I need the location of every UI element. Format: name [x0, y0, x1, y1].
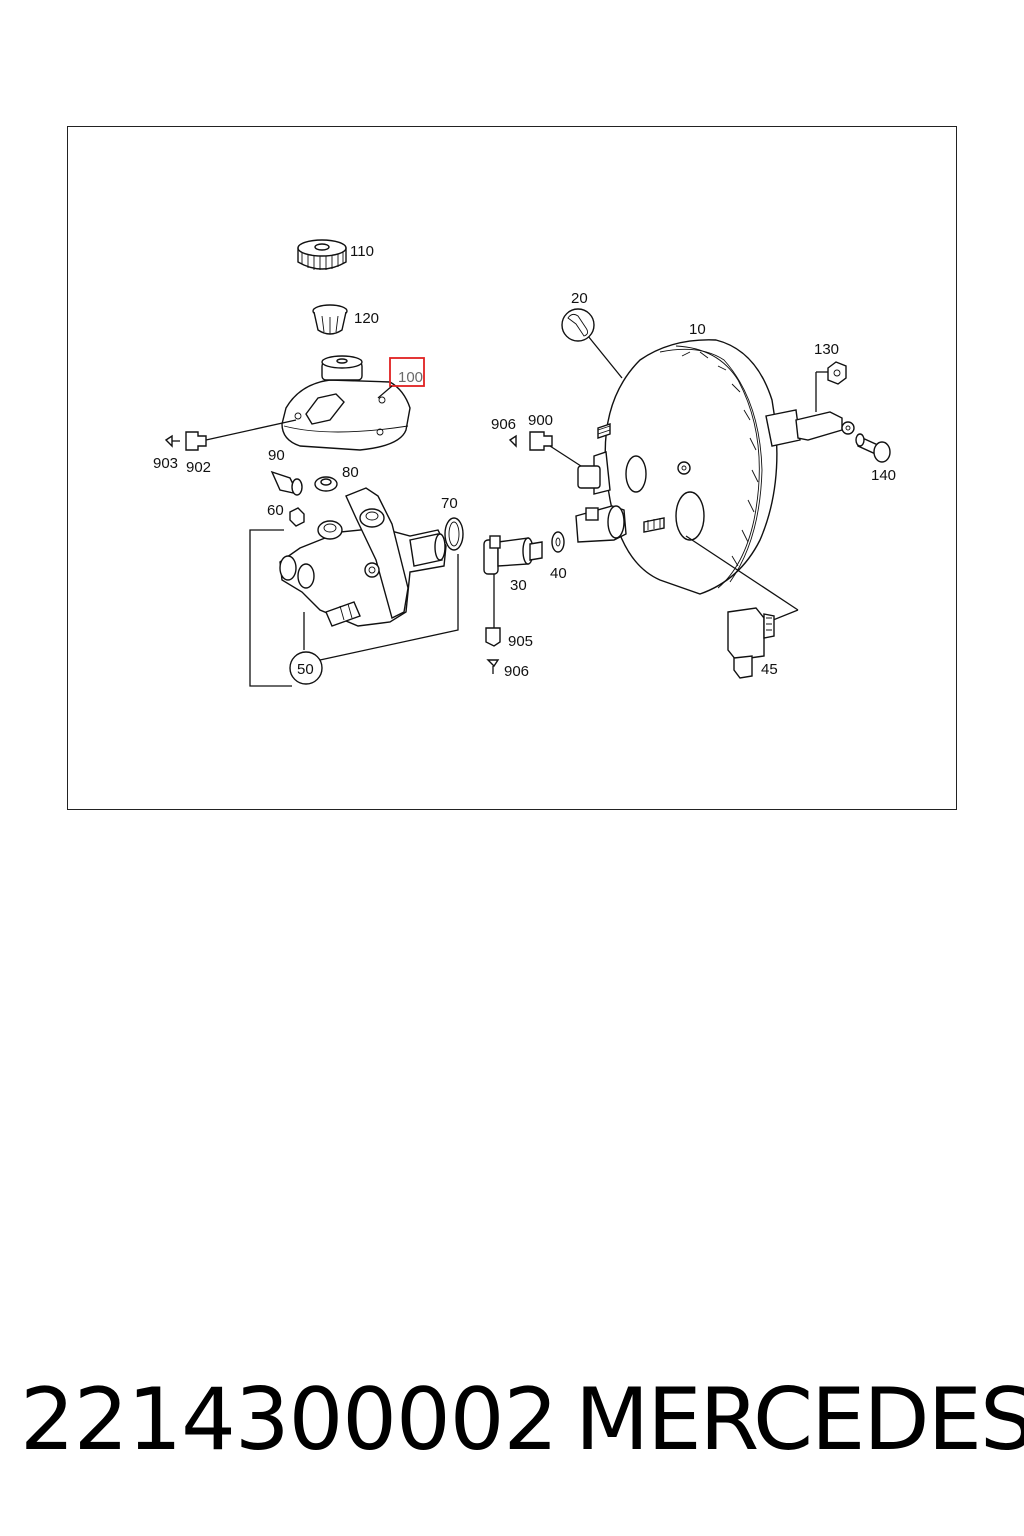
callout-45: 45: [761, 661, 778, 678]
screw-906-bottom-part: [486, 659, 500, 674]
nut-130-part: [827, 361, 847, 385]
callout-90: 90: [268, 447, 285, 464]
callout-903: 903: [153, 455, 178, 472]
callout-10: 10: [689, 321, 706, 338]
nut-60-part: [289, 507, 305, 527]
strainer-part: [312, 304, 348, 335]
callout-906-bottom: 906: [504, 663, 529, 680]
footer: 2214300002 MERCEDES: [0, 1370, 1024, 1470]
sensor-30-part: [483, 535, 543, 575]
callout-70: 70: [441, 495, 458, 512]
callout-130: 130: [814, 341, 839, 358]
sensor-45-part: [727, 607, 775, 679]
callout-20: 20: [571, 290, 588, 307]
callout-50: 50: [297, 661, 314, 678]
part-number: 2214300002: [20, 1370, 558, 1470]
master-cylinder-part: [279, 487, 447, 627]
oring-70-part: [444, 517, 464, 551]
pin-140-part: [855, 433, 891, 463]
callout-120: 120: [354, 310, 379, 327]
screw-903-part: [164, 434, 180, 448]
callout-905: 905: [508, 633, 533, 650]
brake-booster-part: [575, 339, 855, 595]
seal-80-part: [314, 476, 338, 492]
callout-30: 30: [510, 577, 527, 594]
reservoir-cap-part: [297, 239, 347, 270]
callout-140: 140: [871, 467, 896, 484]
callout-902: 902: [186, 459, 211, 476]
clip-900-part: [529, 431, 553, 451]
washer-40-part: [551, 531, 565, 553]
screw-906-top-part: [508, 434, 517, 448]
callout-100: 100: [398, 369, 423, 386]
clip-902-part: [185, 431, 207, 451]
callout-906-top: 906: [491, 416, 516, 433]
callout-circle-50: [289, 651, 323, 685]
stud-90-part: [270, 470, 303, 496]
callout-60: 60: [267, 502, 284, 519]
callout-80: 80: [342, 464, 359, 481]
highlight-box: [389, 357, 425, 387]
diagram-frame: [67, 126, 957, 810]
clip-905-part: [485, 627, 501, 647]
brand-name: MERCEDES: [575, 1370, 1024, 1470]
callout-40: 40: [550, 565, 567, 582]
callout-900: 900: [528, 412, 553, 429]
tool-symbol-part: [561, 308, 595, 342]
callout-110: 110: [350, 243, 374, 260]
